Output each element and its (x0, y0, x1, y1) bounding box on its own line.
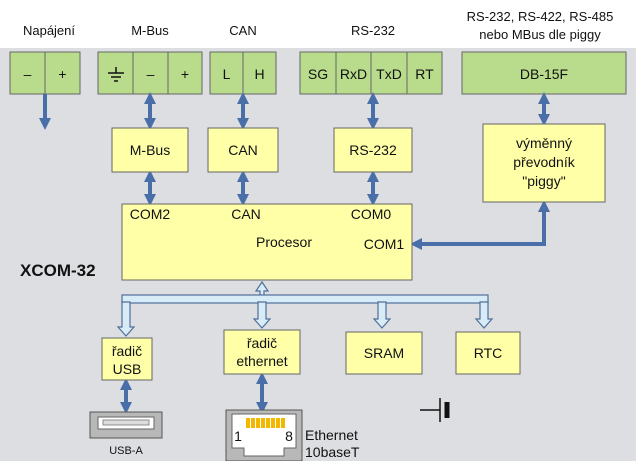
svg-text:+: + (181, 66, 189, 82)
svg-text:COM1: COM1 (364, 236, 405, 252)
svg-text:H: H (254, 66, 264, 82)
box-rs232: RS-232 (333, 127, 413, 173)
svg-text:–: – (24, 66, 32, 82)
box-rtc: RTC (455, 331, 521, 375)
svg-text:DB-15F: DB-15F (520, 66, 568, 82)
bus-drop-sram (372, 301, 392, 329)
label-power: Napájení (23, 23, 75, 38)
svg-text:–: – (147, 66, 155, 82)
svg-text:CAN: CAN (228, 142, 258, 158)
svg-text:řadič: řadič (247, 335, 277, 351)
ground-icon (108, 67, 124, 82)
svg-text:Procesor: Procesor (256, 234, 312, 250)
svg-text:TxD: TxD (376, 66, 402, 82)
svg-text:+: + (58, 66, 66, 82)
box-piggy: výměnný převodník "piggy" (482, 123, 606, 203)
svg-text:"piggy": "piggy" (522, 173, 565, 189)
svg-text:COM2: COM2 (130, 206, 171, 222)
svg-text:M-Bus: M-Bus (130, 142, 170, 158)
svg-text:1: 1 (234, 428, 242, 444)
ethernet-label-line1: Ethernet (305, 427, 358, 443)
box-sram: SRAM (345, 331, 423, 375)
svg-text:L: L (223, 66, 231, 82)
svg-text:převodník: převodník (513, 154, 575, 170)
svg-text:USB-A: USB-A (109, 445, 143, 457)
bus-drop-eth (252, 301, 272, 329)
box-mbus: M-Bus (111, 127, 189, 173)
svg-text:RxD: RxD (340, 66, 367, 82)
bus-main (121, 294, 489, 304)
svg-text:8: 8 (285, 428, 293, 444)
label-multi-line1: RS-232, RS-422, RS-485 (467, 9, 614, 24)
usb-a-port: USB-A (89, 411, 163, 457)
terminal-power: – + (9, 51, 81, 95)
svg-text:CAN: CAN (231, 206, 261, 222)
box-processor: COM2 CAN COM0 Procesor COM1 (121, 203, 413, 281)
arrow-piggy-com1 (410, 200, 550, 250)
internal-bus (116, 280, 494, 337)
label-multi-line2: nebo MBus dle piggy (479, 27, 601, 42)
svg-text:USB: USB (113, 361, 142, 377)
box-can: CAN (207, 127, 279, 173)
label-can: CAN (229, 23, 256, 38)
battery-icon (420, 398, 450, 422)
terminal-db15: DB-15F (461, 51, 627, 95)
box-usb-controller: řadič USB (101, 337, 153, 381)
signal-arrows (39, 92, 550, 414)
svg-text:SRAM: SRAM (364, 345, 404, 361)
svg-text:RTC: RTC (474, 345, 503, 361)
rj45-pins (246, 418, 285, 428)
device-title: XCOM-32 (20, 261, 96, 280)
svg-text:řadič: řadič (112, 343, 142, 359)
svg-text:ethernet: ethernet (236, 353, 287, 369)
bus-drop-usb (116, 301, 136, 337)
bus-drop-rtc (474, 301, 494, 329)
svg-text:RS-232: RS-232 (349, 142, 397, 158)
svg-text:SG: SG (308, 66, 328, 82)
terminal-rs232: SG RxD TxD RT (299, 51, 443, 95)
rj45-port: 1 8 (225, 409, 303, 461)
box-ethernet-controller: řadič ethernet (223, 329, 301, 375)
terminal-can: L H (209, 51, 277, 95)
terminal-mbus: – + (97, 51, 203, 95)
label-rs232: RS-232 (351, 23, 395, 38)
svg-text:RT: RT (415, 66, 434, 82)
label-mbus: M-Bus (131, 23, 169, 38)
svg-text:COM0: COM0 (351, 206, 392, 222)
ethernet-label-line2: 10baseT (305, 444, 360, 460)
svg-text:výměnný: výměnný (516, 135, 572, 151)
